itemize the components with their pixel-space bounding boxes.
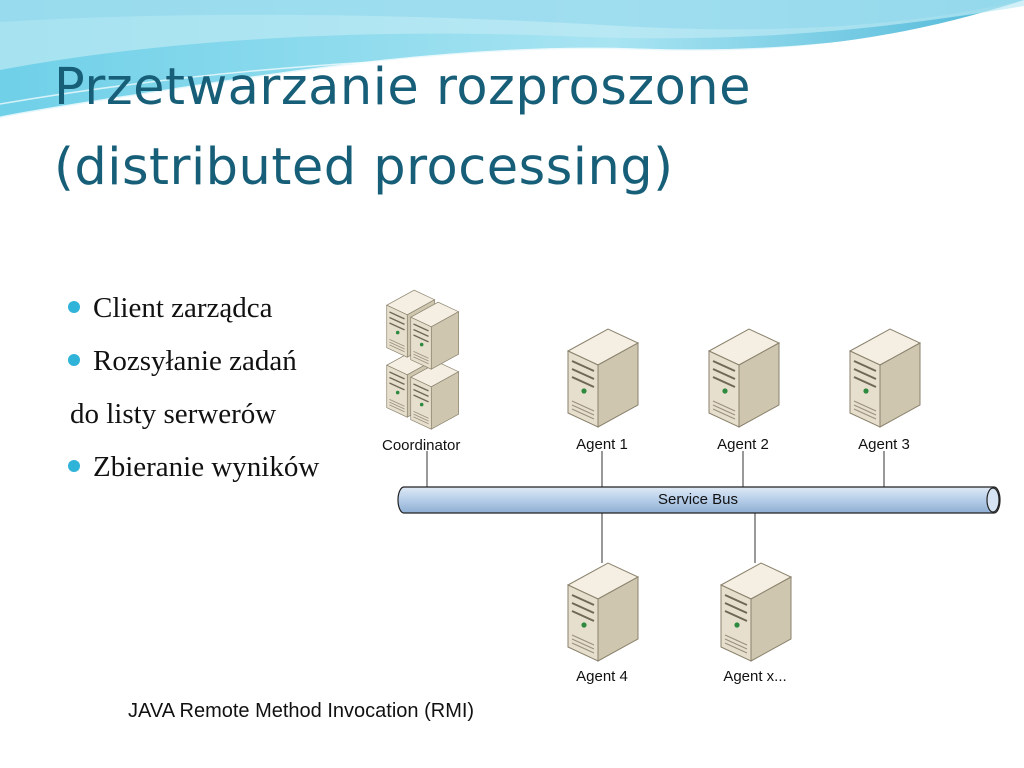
agent-1-label: Agent 1 [576, 436, 628, 453]
architecture-diagram: Service Bus Coordinator Agent 1 Agent 2 … [380, 287, 1003, 687]
service-bus-label: Service Bus [658, 491, 738, 508]
bullet-item: Client zarządca [68, 286, 398, 339]
bullet-continuation: do listy serwerów [68, 392, 398, 445]
bullet-dot-icon [68, 301, 80, 313]
agent-x-label: Agent x... [723, 668, 786, 685]
bullet-dot-icon [68, 460, 80, 472]
slide-title-line2: (distributed processing) [54, 138, 674, 197]
service-bus: Service Bus [397, 486, 1001, 514]
bullet-dot-icon [68, 354, 80, 366]
bullet-text: Rozsyłanie zadań [93, 345, 297, 377]
slide-title: Przetwarzanie rozproszone (distributed p… [54, 48, 994, 208]
coordinator-server-icon [386, 289, 460, 430]
slide-title-line1: Przetwarzanie rozproszone [54, 58, 751, 117]
bullet-item: Rozsyłanie zadań [68, 339, 398, 392]
agent-4-label: Agent 4 [576, 668, 628, 685]
connector-lines [426, 451, 885, 563]
bullet-list: Client zarządca Rozsyłanie zadań do list… [68, 286, 398, 498]
bullet-text: Client zarządca [93, 292, 273, 324]
bullet-item: Zbieranie wyników [68, 445, 398, 498]
agent-2-label: Agent 2 [717, 436, 769, 453]
bullet-text: do listy serwerów [70, 398, 277, 430]
agent-3-label: Agent 3 [858, 436, 910, 453]
coordinator-label: Coordinator [382, 437, 460, 454]
diagram-caption: JAVA Remote Method Invocation (RMI) [128, 700, 475, 722]
bullet-text: Zbieranie wyników [93, 451, 320, 483]
